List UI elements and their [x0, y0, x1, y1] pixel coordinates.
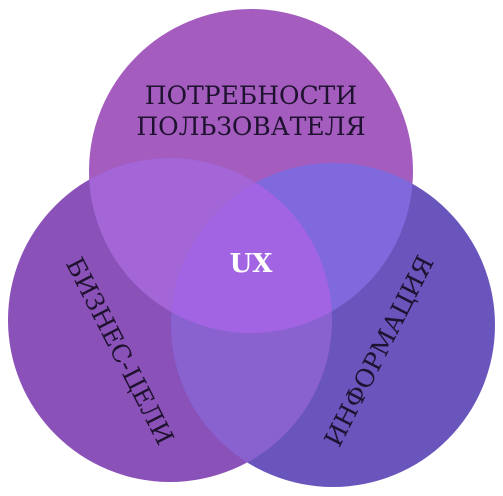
overlap-center [171, 163, 332, 333]
label-ux: UX [230, 249, 274, 279]
label-user-needs-line2: ПОЛЬЗОВАТЕЛЯ [136, 112, 365, 141]
label-user-needs-line1: ПОТРЕБНОСТИ [145, 81, 357, 110]
